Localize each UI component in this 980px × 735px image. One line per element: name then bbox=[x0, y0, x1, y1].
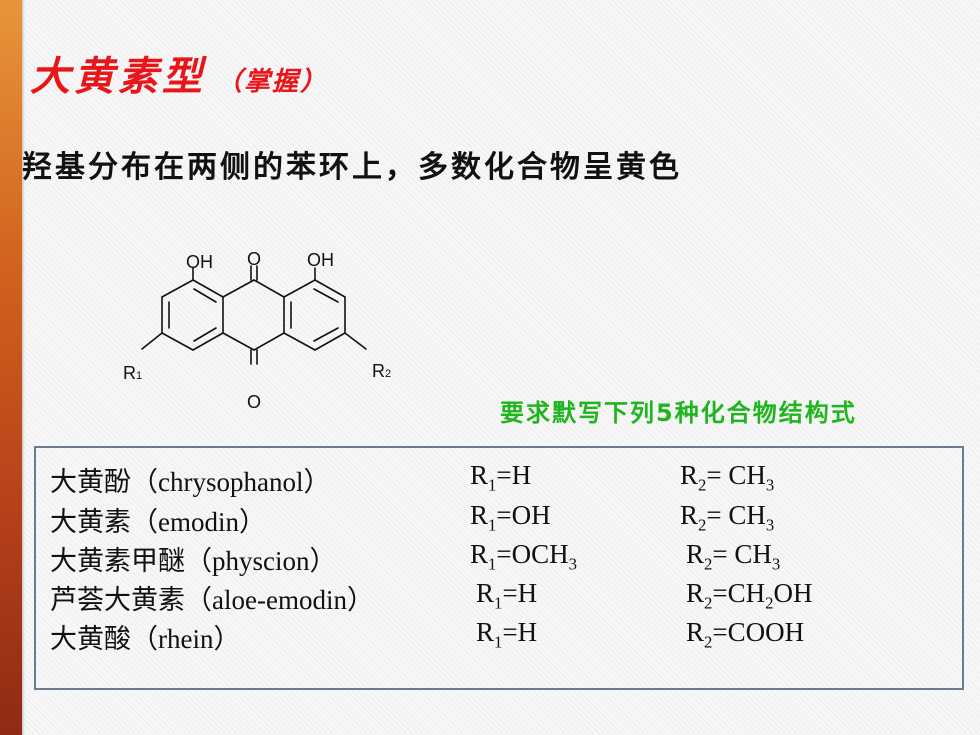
compound-name: 大黄素甲醚（physcion） bbox=[50, 546, 337, 576]
r2-value-subscript: 3 bbox=[771, 554, 781, 574]
r1-symbol: R bbox=[476, 578, 495, 608]
r1-value-subscript: 3 bbox=[568, 554, 577, 574]
r2-symbol: R bbox=[686, 539, 705, 569]
r2-subscript: 2 bbox=[704, 632, 713, 652]
oh-right-label: OH bbox=[307, 250, 334, 270]
compound-name: 大黄素（emodin） bbox=[50, 507, 266, 537]
r1-substituent: R1=OCH3 bbox=[470, 539, 577, 574]
r1-subscript: 1 bbox=[494, 593, 503, 613]
r2-subscript: 2 bbox=[698, 515, 707, 535]
r2-value-subscript: 3 bbox=[765, 475, 775, 495]
r1-subscript: 1 bbox=[488, 475, 497, 495]
r1-subscript: 1 bbox=[488, 554, 497, 574]
slide-title-main: 大黄素型 bbox=[30, 53, 206, 100]
r2-value: =CH bbox=[712, 578, 766, 608]
r2-symbol: R bbox=[372, 361, 385, 381]
side-accent-bar bbox=[0, 0, 25, 735]
r2-substituent: R2= CH3 bbox=[686, 539, 780, 574]
compound-table: 大黄酚（chrysophanol） R1=H R2= CH3 大黄素（emodi… bbox=[34, 446, 964, 690]
r2-value-subscript: 3 bbox=[765, 515, 775, 535]
carbonyl-bottom-label: O bbox=[247, 392, 261, 412]
r1-symbol: R bbox=[470, 460, 489, 490]
r2-value: =COOH bbox=[712, 617, 805, 647]
r2-substituent-label: R2 bbox=[372, 361, 391, 381]
r2-symbol: R bbox=[686, 617, 705, 647]
r1-value: =H bbox=[502, 578, 538, 608]
r2-symbol: R bbox=[680, 500, 699, 530]
r1-substituent-label: R1 bbox=[123, 363, 142, 383]
r2-symbol: R bbox=[686, 578, 705, 608]
r2-substituent: R2=COOH bbox=[686, 617, 804, 652]
r1-value: =H bbox=[496, 460, 532, 490]
r1-value: =OH bbox=[496, 500, 551, 530]
r2-value: = CH bbox=[706, 500, 766, 530]
oh-left-label: OH bbox=[186, 252, 213, 272]
r1-subscript: 1 bbox=[136, 370, 142, 382]
compound-name: 大黄酸（rhein） bbox=[50, 624, 241, 654]
r2-subscript: 2 bbox=[704, 554, 713, 574]
compound-name: 芦荟大黄素（aloe-emodin） bbox=[50, 585, 374, 615]
structure-bonds bbox=[141, 265, 367, 365]
r1-substituent: R1=H bbox=[476, 578, 537, 613]
r1-symbol: R bbox=[470, 539, 489, 569]
r2-substituent: R2=CH2OH bbox=[686, 578, 813, 613]
r1-subscript: 1 bbox=[488, 515, 497, 535]
r2-symbol: R bbox=[680, 460, 699, 490]
r1-substituent: R1=H bbox=[470, 460, 531, 495]
r1-symbol: R bbox=[476, 617, 495, 647]
r1-substituent: R1=OH bbox=[470, 500, 551, 535]
r1-value: =OCH bbox=[496, 539, 569, 569]
r1-symbol: R bbox=[470, 500, 489, 530]
r2-value-tail: OH bbox=[773, 578, 813, 608]
r1-symbol: R bbox=[123, 363, 136, 383]
r1-value: =H bbox=[502, 617, 538, 647]
anthraquinone-structure: OH O OH R1 R2 O bbox=[123, 249, 391, 412]
r1-subscript: 1 bbox=[494, 632, 503, 652]
r2-subscript: 2 bbox=[385, 368, 391, 380]
r2-subscript: 2 bbox=[698, 475, 707, 495]
slide-title: 大黄素型 （掌握） bbox=[30, 44, 328, 102]
r2-substituent: R2= CH3 bbox=[680, 500, 774, 535]
r2-value-subscript: 2 bbox=[765, 593, 774, 613]
r2-value: = CH bbox=[706, 460, 766, 490]
carbonyl-top-label: O bbox=[247, 249, 261, 269]
slide-subtitle: 羟基分布在两侧的苯环上，多数化合物呈黄色 bbox=[22, 150, 682, 185]
r2-value: = CH bbox=[712, 539, 772, 569]
compound-name: 大黄酚（chrysophanol） bbox=[50, 467, 331, 497]
r2-substituent: R2= CH3 bbox=[680, 460, 774, 495]
slide-title-note: （掌握） bbox=[216, 67, 329, 97]
r1-substituent: R1=H bbox=[476, 617, 537, 652]
r2-subscript: 2 bbox=[704, 593, 713, 613]
requirement-note: 要求默写下列5种化合物结构式 bbox=[500, 399, 857, 427]
